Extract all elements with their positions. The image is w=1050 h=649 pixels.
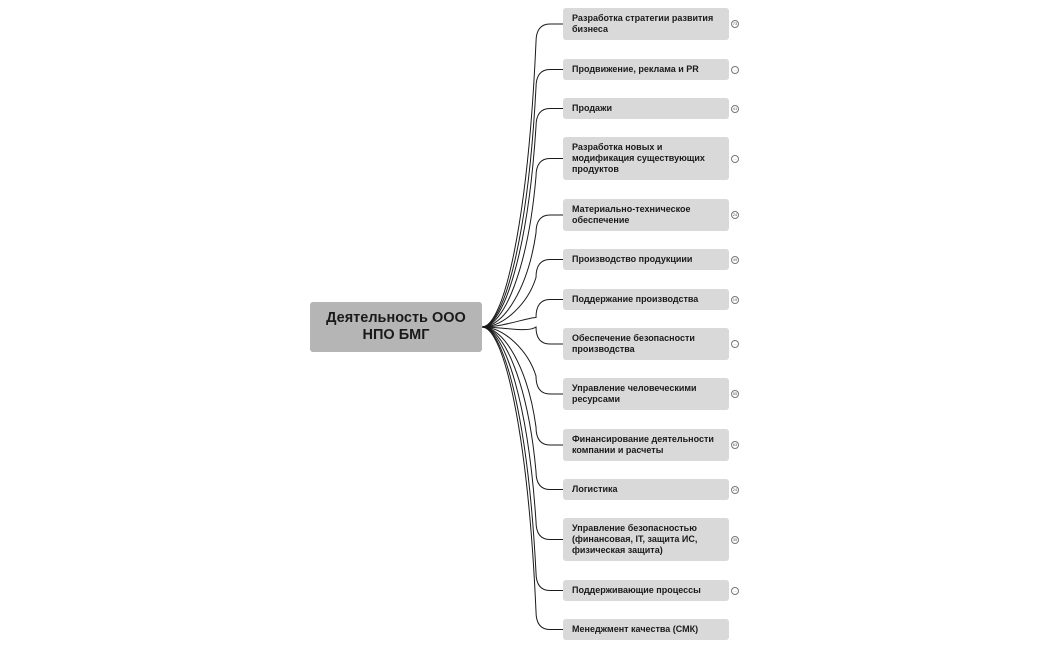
branch-node[interactable]: Разработка стратегии развития бизнеса [563, 8, 729, 40]
branch-node[interactable]: Управление безопасностью (финансовая, IT… [563, 518, 729, 561]
branch-node[interactable]: Продажи [563, 98, 729, 119]
connector-line [481, 326, 563, 345]
branch-node[interactable]: Производство продукциии [563, 249, 729, 270]
collapse-toggle-icon[interactable]: 35 [731, 535, 739, 544]
collapse-toggle-icon[interactable]: 73 [731, 20, 739, 28]
branch-node-label: Менеджмент качества (СМК) [572, 624, 699, 634]
branch-node-label: Разработка стратегии развития бизнеса [572, 13, 714, 34]
collapse-toggle-icon[interactable]: 41 [731, 104, 739, 113]
branch-node[interactable]: Материально-техническое обеспечение [563, 199, 729, 231]
connector-line [481, 158, 563, 328]
root-node[interactable]: Деятельность ООО НПО БМГ [310, 302, 482, 352]
collapse-toggle-icon[interactable]: 24 [731, 211, 739, 219]
branch-node-label: Управление безопасностью (финансовая, IT… [572, 523, 698, 555]
branch-node-label: Логистика [572, 484, 618, 494]
branch-node[interactable]: Поддерживающие процессы [563, 580, 729, 601]
connector-line [481, 299, 563, 328]
branch-node-label: Финансирование деятельности компании и р… [572, 434, 714, 455]
connector-line [481, 326, 563, 591]
branch-node-label: Управление человеческими ресурсами [572, 383, 697, 404]
collapse-toggle-icon[interactable]: 19 [731, 295, 739, 304]
branch-node-label: Продвижение, реклама и PR [572, 64, 699, 74]
connector-line [481, 259, 563, 328]
branch-node[interactable]: Разработка новых и модификация существую… [563, 137, 729, 180]
branch-node[interactable]: Финансирование деятельности компании и р… [563, 429, 729, 461]
collapse-toggle-icon[interactable]: 63 [731, 441, 739, 449]
branch-node-label: Материально-техническое обеспечение [572, 204, 691, 225]
collapse-toggle-icon[interactable]: ... [731, 65, 739, 74]
branch-node[interactable]: Обеспечение безопасности производства [563, 328, 729, 360]
branch-node[interactable]: Поддержание производства [563, 289, 729, 310]
collapse-toggle-icon[interactable]: ... [731, 340, 739, 348]
connector-line [481, 108, 563, 328]
branch-node-label: Поддержание производства [572, 294, 699, 304]
branch-node[interactable]: Продвижение, реклама и PR [563, 59, 729, 80]
branch-node-label: Продажи [572, 103, 612, 113]
collapse-toggle-icon[interactable]: ... [731, 586, 739, 595]
branch-node-label: Разработка новых и модификация существую… [572, 142, 705, 174]
connector-line [481, 69, 563, 328]
collapse-toggle-icon[interactable]: ... [731, 154, 739, 163]
root-node-label: Деятельность ООО НПО БМГ [326, 310, 466, 343]
branch-node-label: Обеспечение безопасности производства [572, 333, 695, 354]
connector-line [481, 326, 563, 630]
collapse-toggle-icon[interactable]: 49 [731, 255, 739, 264]
connector-line [481, 326, 563, 395]
connector-line [481, 214, 563, 328]
connector-line [481, 23, 563, 328]
connector-line [481, 326, 563, 446]
branch-node[interactable]: Логистика [563, 479, 729, 500]
connector-line [481, 326, 563, 490]
connector-line [481, 326, 563, 540]
branch-node-label: Производство продукциии [572, 254, 693, 264]
collapse-toggle-icon[interactable]: 55 [731, 390, 739, 398]
branch-node-label: Поддерживающие процессы [572, 585, 701, 595]
collapse-toggle-icon[interactable]: 24 [731, 485, 739, 494]
branch-node[interactable]: Менеджмент качества (СМК) [563, 619, 729, 640]
branch-node[interactable]: Управление человеческими ресурсами [563, 378, 729, 410]
